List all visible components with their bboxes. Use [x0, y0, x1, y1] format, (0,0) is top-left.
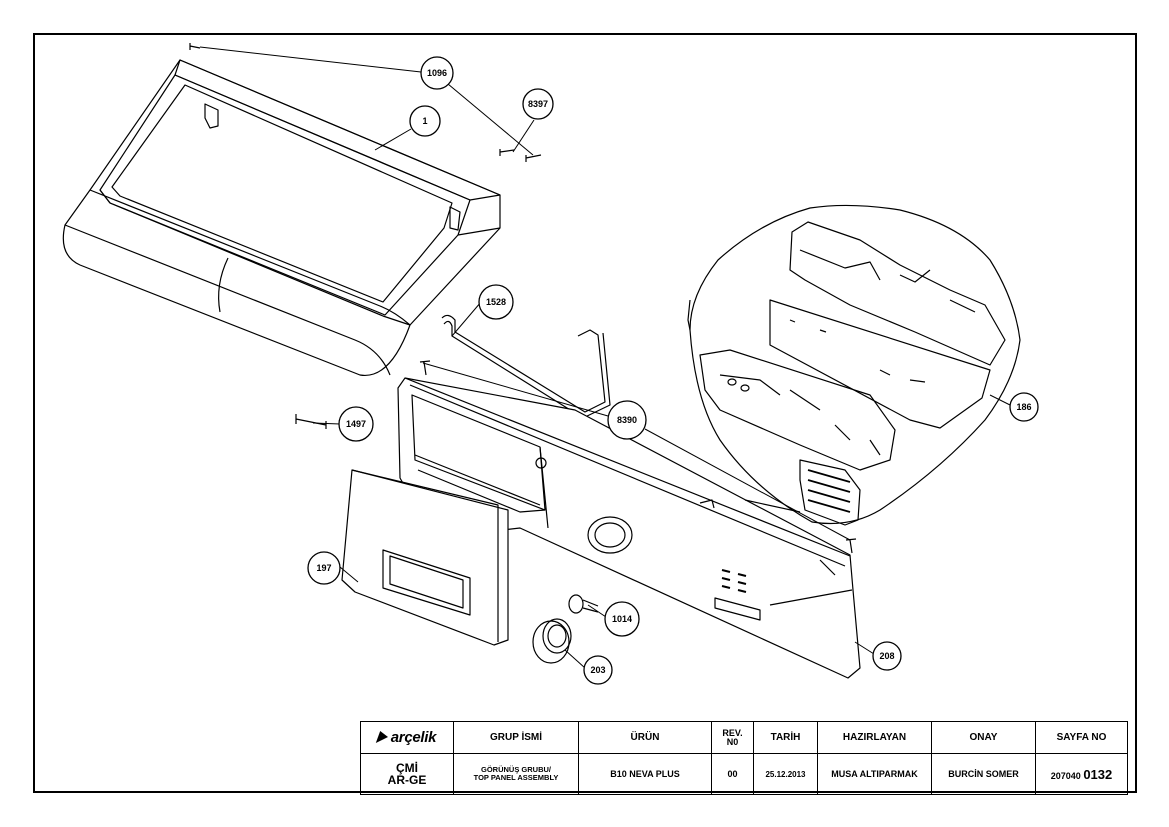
part-screws-8397	[189, 43, 542, 162]
callout-8397: 8397	[522, 88, 554, 120]
value-tarih: 25.12.2013	[753, 753, 818, 795]
part-control-panel-208	[397, 377, 861, 679]
part-screw-1497	[295, 414, 327, 429]
header-grup-ismi: GRUP İSMİ	[453, 721, 579, 754]
value-sayfa-no: 207040 0132	[1035, 753, 1128, 795]
part-electronic-module-186	[687, 204, 1021, 526]
sayfa-prefix: 207040	[1050, 770, 1081, 781]
title-block: arçelik GRUP İSMİ ÜRÜN REV. N0 TARİH HAZ…	[360, 721, 1128, 795]
callout-label: 208	[879, 651, 894, 661]
group-name-line2: TOP PANEL ASSEMBLY	[473, 773, 559, 782]
logo-cell: arçelik	[360, 721, 454, 754]
callout-1014: 1014	[604, 601, 640, 637]
part-screws-8390	[419, 360, 857, 554]
callout-label: 1497	[346, 419, 366, 429]
part-bracket-1528	[441, 314, 611, 419]
logo-text: arçelik	[390, 729, 437, 746]
leader-lines	[199, 46, 1011, 669]
callout-label: 197	[316, 563, 331, 573]
callout-label: 8397	[528, 99, 548, 109]
callout-label: 1	[422, 116, 427, 126]
header-urun: ÜRÜN	[578, 721, 712, 754]
part-knob-203	[532, 618, 572, 664]
header-rev: REV. N0	[711, 721, 754, 754]
callout-label: 1528	[486, 297, 506, 307]
callout-1096: 1096	[420, 56, 454, 90]
callout-1: 1	[409, 105, 441, 137]
logo-mark-icon	[375, 731, 390, 743]
callout-197: 197	[307, 551, 341, 585]
header-onay: ONAY	[931, 721, 1036, 754]
callout-label: 203	[590, 665, 605, 675]
header-rev-line1: REV.	[722, 727, 743, 738]
header-tarih: TARİH	[753, 721, 818, 754]
department-line2: AR-GE	[387, 773, 427, 787]
part-top-frame	[62, 59, 501, 376]
callout-208: 208	[872, 641, 902, 671]
part-knob-shaft-1014	[568, 594, 599, 614]
callout-label: 186	[1016, 402, 1031, 412]
header-sayfa-no: SAYFA NO	[1035, 721, 1128, 754]
callout-label: 1014	[612, 614, 632, 624]
callouts: 1096 8397 1 1528 1497 8390 186 197	[307, 56, 1039, 685]
value-urun: B10 NEVA PLUS	[578, 753, 712, 795]
callout-8390: 8390	[607, 400, 647, 440]
callout-1497: 1497	[338, 406, 374, 442]
department-cell: ÇMİ AR-GE	[360, 753, 454, 795]
callout-186: 186	[1009, 392, 1039, 422]
value-onay: BURCİN SOMER	[931, 753, 1036, 795]
header-hazirlayan: HAZIRLAYAN	[817, 721, 932, 754]
callout-label: 8390	[617, 415, 637, 425]
callout-203: 203	[583, 655, 613, 685]
callout-label: 1096	[427, 68, 447, 78]
sayfa-number: 0132	[1083, 766, 1113, 782]
part-drawer-front-197	[341, 469, 509, 646]
department-line1: ÇMİ	[396, 761, 418, 775]
brand-logo: arçelik	[375, 729, 437, 746]
group-name-line1: GÖRÜNÜŞ GRUBU/	[480, 765, 551, 774]
value-rev: 00	[711, 753, 754, 795]
value-grup-ismi: GÖRÜNÜŞ GRUBU/ TOP PANEL ASSEMBLY	[453, 753, 579, 795]
header-rev-line2: N0	[726, 736, 739, 747]
value-hazirlayan: MUSA ALTIPARMAK	[817, 753, 932, 795]
callout-1528: 1528	[478, 284, 514, 320]
